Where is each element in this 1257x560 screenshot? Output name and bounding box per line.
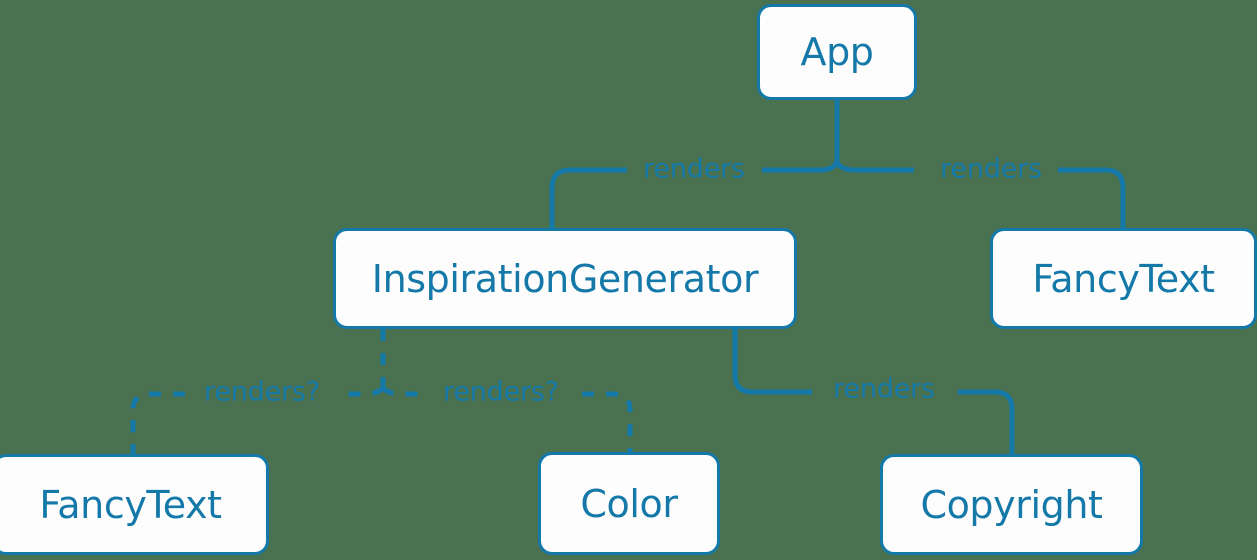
edge-label-inspiration-to-copyright: renders (833, 373, 935, 405)
edge-label-inspiration-to-fancytext: renders? (204, 376, 320, 408)
node-fancytext-right[interactable]: FancyText (990, 228, 1257, 329)
edge-label-app-to-fancytext-right: renders (940, 153, 1042, 185)
edge-label-app-to-inspiration-generator: renders (643, 153, 745, 185)
node-app[interactable]: App (757, 4, 917, 100)
edge-inspiration-to-color (381, 386, 633, 452)
edge-inspiration-to-copyright (732, 329, 1015, 454)
node-fancytext-bottom[interactable]: FancyText (0, 454, 269, 555)
edge-label-inspiration-to-color: renders? (443, 376, 559, 408)
edge-app-to-fancytext-right (834, 160, 1126, 228)
node-inspiration-generator[interactable]: InspirationGenerator (333, 228, 797, 329)
node-color[interactable]: Color (538, 452, 720, 555)
node-copyright[interactable]: Copyright (880, 454, 1143, 555)
edge-inspiration-to-fancytext (130, 386, 385, 455)
